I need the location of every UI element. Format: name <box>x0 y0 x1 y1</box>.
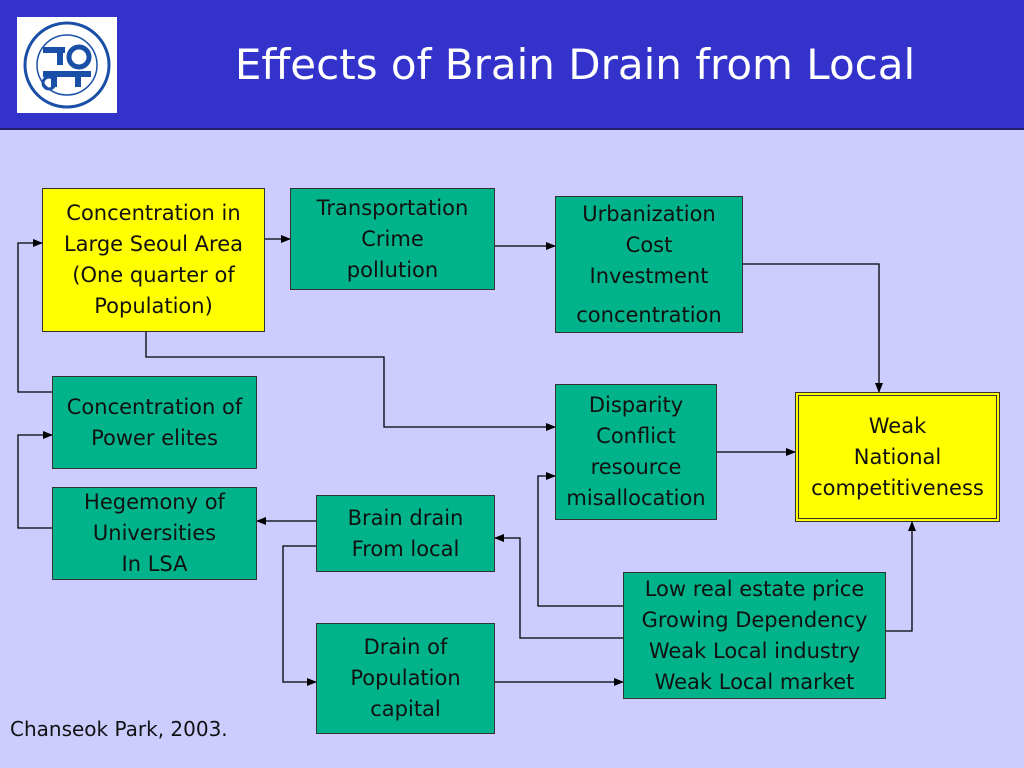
box-low-real-estate: Low real estate price Growing Dependency… <box>623 572 886 699</box>
box-line: Urbanization <box>582 201 716 226</box>
box-line: Transportation <box>316 195 469 220</box>
box-line: Brain drain <box>347 505 464 530</box>
arrow-hegemony-to-power <box>17 431 53 529</box>
box-line: Concentration of <box>66 394 243 419</box>
box-line: capital <box>370 697 441 721</box>
slide-header: Effects of Brain Drain from Local <box>0 0 1024 130</box>
box-disparity: Disparity Conflict resource misallocatio… <box>555 384 717 520</box>
arrow-urban-to-weak <box>743 263 883 393</box>
box-line: resource <box>590 455 682 479</box>
box-weak-national-competitiveness: Weak National competitiveness <box>795 392 1000 522</box>
box-line: Low real estate price <box>644 576 865 601</box>
logo-seal-icon <box>23 21 111 109</box>
box-line: Hegemony of <box>84 490 225 514</box>
box-line: In LSA <box>121 552 188 576</box>
box-line: Cost <box>625 232 673 257</box>
box-line: Population <box>350 666 461 690</box>
arrow-lowreal-to-brain <box>494 534 623 639</box>
box-line: Investment <box>589 263 709 288</box>
box-line: Weak <box>868 413 927 438</box>
box-line: Weak Local industry <box>648 638 861 663</box>
box-line: competitiveness <box>811 475 984 500</box>
box-line: Power elites <box>91 425 218 450</box>
arrow-brain-to-drainpop <box>282 545 317 686</box>
box-transportation: Transportation Crime pollution <box>290 188 495 290</box>
box-drain-population: Drain of Population capital <box>316 623 495 734</box>
box-line: Large Seoul Area <box>63 232 243 256</box>
box-line: pollution <box>346 257 439 282</box>
box-line: Concentration in <box>66 201 241 225</box>
box-line: Growing Dependency <box>641 607 868 632</box>
arrow-power-to-seoul <box>17 239 52 393</box>
institution-logo <box>17 17 117 113</box>
box-line: Universities <box>92 521 217 545</box>
box-line: Conflict <box>596 424 676 448</box>
box-power-elites: Concentration of Power elites <box>52 376 257 469</box>
box-urbanization: Urbanization Cost Investment concentrati… <box>555 196 743 333</box>
box-hegemony-universities: Hegemony of Universities In LSA <box>52 487 257 580</box>
box-line: From local <box>351 536 460 561</box>
arrow-lowreal-to-weak <box>886 521 916 632</box>
arrow-seoul-to-disparity <box>145 332 556 431</box>
box-line: Weak Local market <box>654 669 855 694</box>
box-line: (One quarter of <box>72 263 235 287</box>
box-line: concentration <box>576 302 722 327</box>
box-line: Crime <box>361 226 424 251</box>
box-line: misallocation <box>566 486 706 510</box>
box-line: Drain of <box>363 635 448 659</box>
box-line: Disparity <box>588 393 684 417</box>
box-line: Population) <box>94 294 213 318</box>
page-title: Effects of Brain Drain from Local <box>234 40 916 89</box>
box-concentration-seoul: Concentration in Large Seoul Area (One q… <box>42 188 265 332</box>
box-line: National <box>853 444 942 469</box>
box-brain-drain: Brain drain From local <box>316 495 495 572</box>
arrow-lowreal-to-disparity <box>537 472 623 607</box>
author-credit: Chanseok Park, 2003. <box>10 717 228 741</box>
